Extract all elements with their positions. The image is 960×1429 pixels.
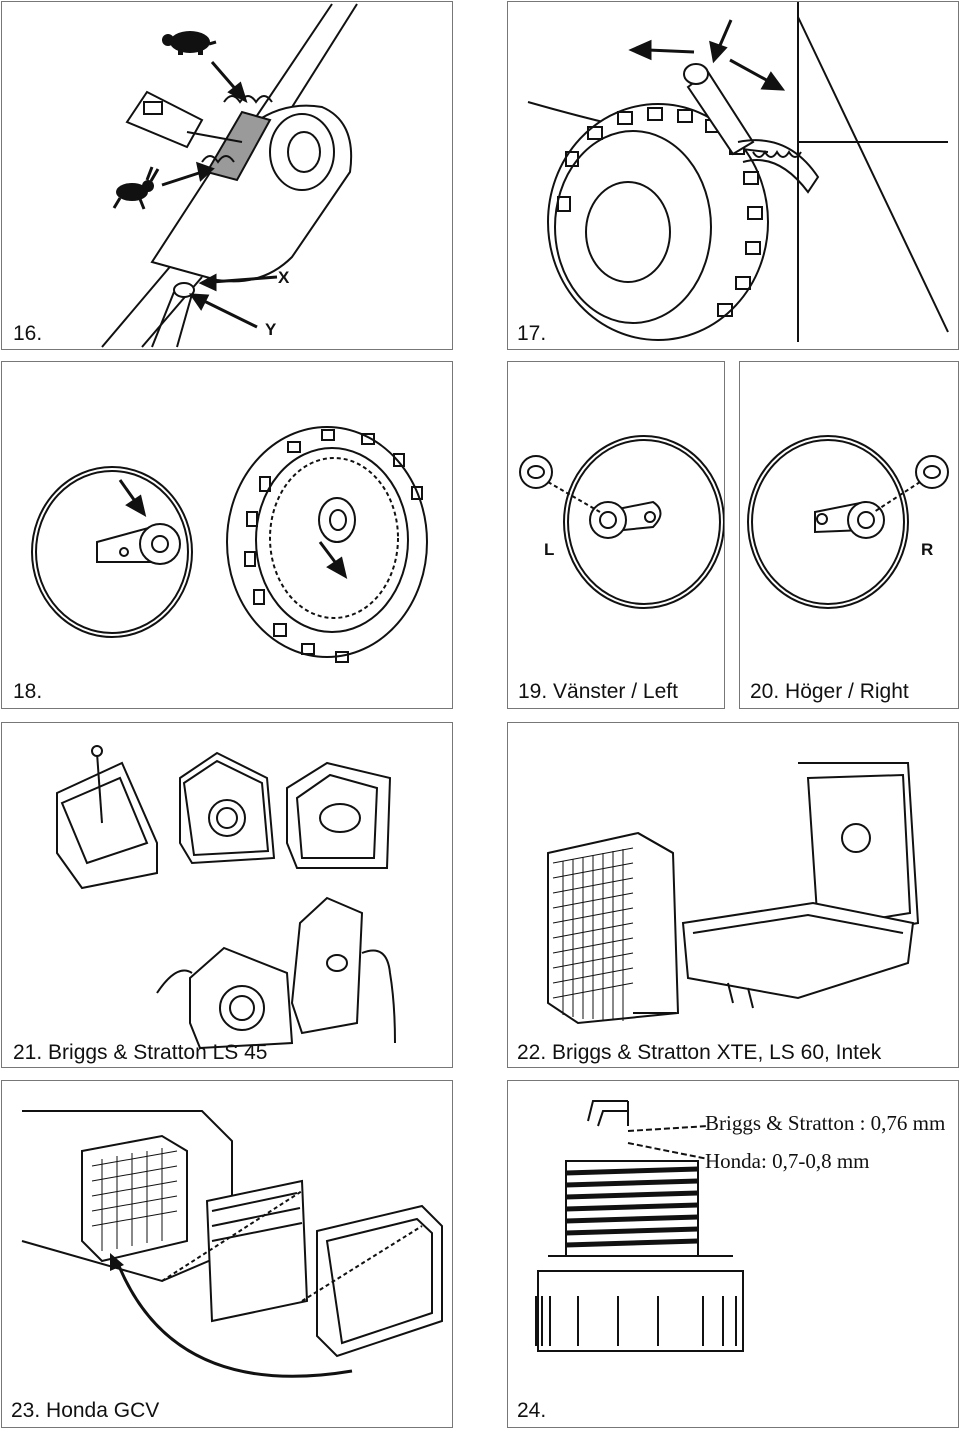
air-filter-xte-illustration <box>547 762 920 1025</box>
caption-18: 18. <box>13 680 43 703</box>
caption-23: 23. Honda GCV <box>11 1399 160 1422</box>
caption-24: 24. <box>517 1399 547 1422</box>
caption-17: 17. <box>517 322 547 345</box>
label-l: L <box>544 540 555 559</box>
caption-20: 20. Höger / Right <box>750 680 909 703</box>
right-wheel-gear-diagram <box>747 435 949 609</box>
label-r: R <box>921 540 934 559</box>
spark-plug-illustration <box>535 1100 744 1352</box>
wheel-gear-illustration <box>31 426 428 663</box>
turtle-icon <box>162 31 217 55</box>
panel-16: X Y 16. <box>1 1 453 350</box>
caption-21: 21. Briggs & Stratton LS 45 <box>13 1041 268 1064</box>
gap-note-honda: Honda: 0,7-0,8 mm <box>705 1149 870 1173</box>
handle-speed-lever-illustration <box>101 3 358 348</box>
panel-22: 22. Briggs & Stratton XTE, LS 60, Intek <box>507 722 959 1068</box>
left-wheel-gear-diagram <box>519 435 724 609</box>
panel-24: Briggs & Stratton : 0,76 mm Honda: 0,7-0… <box>507 1080 959 1428</box>
panel-19: L 19. Vänster / Left <box>507 361 725 709</box>
caption-16: 16. <box>13 322 43 345</box>
panel-20: R 20. Höger / Right <box>739 361 959 709</box>
wheel-height-lever-illustration <box>527 2 949 342</box>
caption-19: 19. Vänster / Left <box>518 680 678 703</box>
panel-18: 18. <box>1 361 453 709</box>
gap-note-briggs: Briggs & Stratton : 0,76 mm <box>705 1111 946 1135</box>
air-filter-honda-illustration <box>21 1110 443 1378</box>
panel-21: 21. Briggs & Stratton LS 45 <box>1 722 453 1068</box>
label-x: X <box>278 268 290 287</box>
air-filter-ls45-illustration <box>56 745 396 1050</box>
label-y: Y <box>265 320 277 339</box>
panel-17: 17. <box>507 1 959 350</box>
panel-23: 23. Honda GCV <box>1 1080 453 1428</box>
caption-22: 22. Briggs & Stratton XTE, LS 60, Intek <box>517 1041 882 1064</box>
hare-icon <box>112 166 160 210</box>
